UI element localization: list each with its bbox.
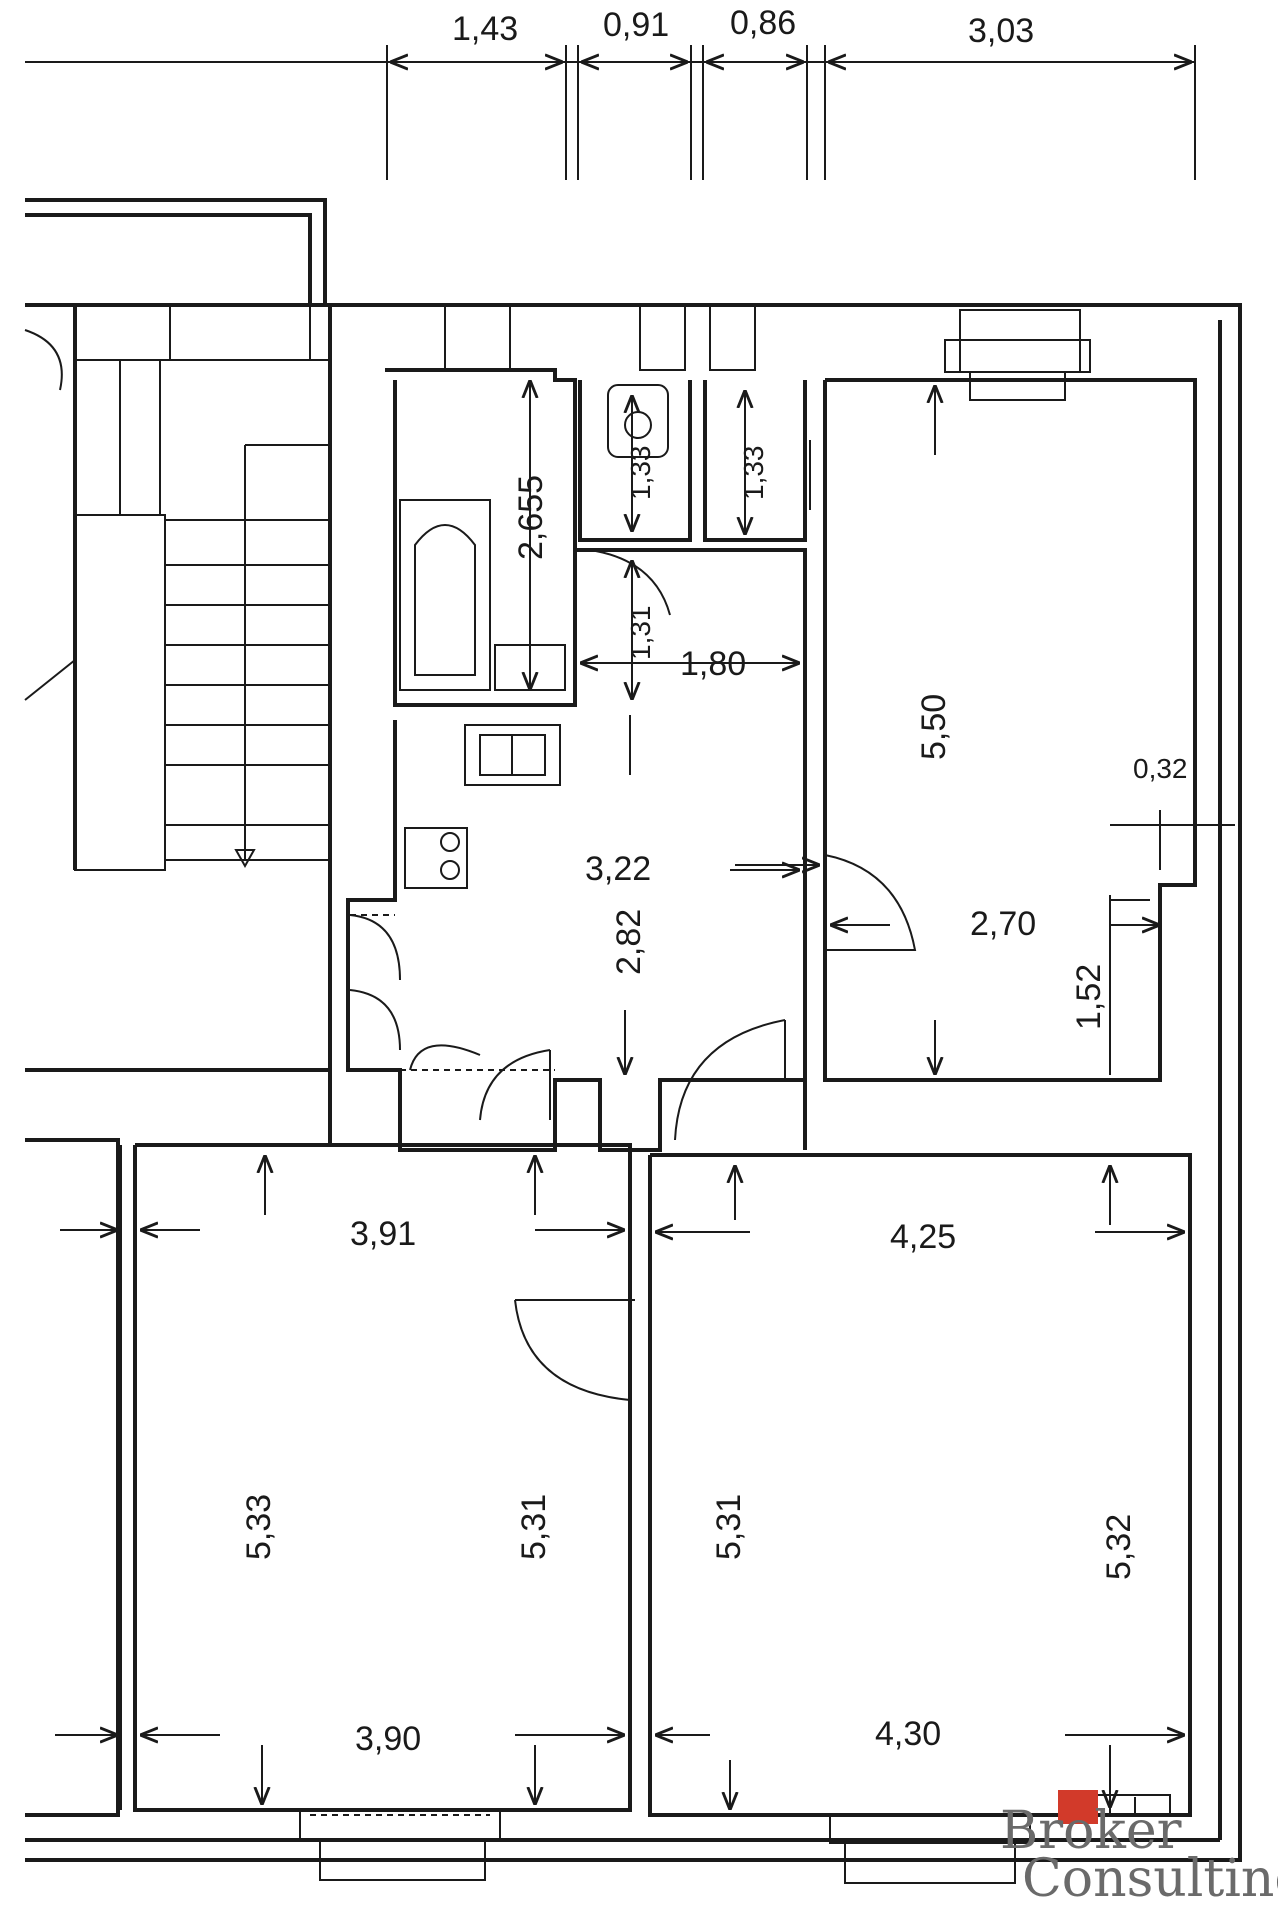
dim-room-right-niche: 1,52	[1070, 964, 1108, 1030]
room-left: 3,91 3,90 5,33 5,31	[55, 1143, 635, 1881]
dim-room-left-left-length: 5,33	[240, 1494, 278, 1560]
top-dimension-chain: 1,43 0,91 0,86 3,03	[25, 4, 1196, 180]
room-right: 5,50 2,70 0,32 1,52	[735, 378, 1235, 1082]
storage: 1,33	[703, 380, 811, 542]
dim-top-3: 0,86	[730, 4, 796, 42]
dim-room-right-length: 5,50	[915, 694, 953, 760]
wc: 1,33 1,31	[578, 380, 692, 700]
dim-room-right-width: 2,70	[970, 905, 1036, 943]
top-wall-openings	[444, 304, 1091, 401]
dim-wc-length: 1,33	[625, 446, 656, 501]
dim-room-left-top-width: 3,91	[350, 1215, 416, 1253]
dim-top-1: 1,43	[452, 10, 518, 48]
dim-bathroom-length: 2,655	[512, 475, 550, 560]
room-big: 4,25 4,30 5,31 5,32	[648, 1153, 1192, 1884]
dim-top-2: 0,91	[603, 6, 669, 44]
bathroom: 2,655	[385, 368, 577, 707]
dim-room-left-right-length: 5,31	[515, 1494, 553, 1560]
dim-storage-length: 1,33	[738, 446, 769, 501]
dim-room-big-right-length: 5,32	[1100, 1514, 1138, 1580]
dim-hall-length: 3,22	[585, 850, 651, 888]
dim-room-big-bottom-width: 4,30	[875, 1715, 941, 1753]
dim-hall-depth: 2,82	[610, 909, 648, 975]
dim-wc-height: 1,31	[625, 606, 656, 661]
dim-top-4: 3,03	[968, 12, 1034, 50]
dim-room-right-wall: 0,32	[1133, 753, 1188, 784]
hall: 1,80 3,22 2,82	[346, 548, 807, 1152]
left-neighbour-wall	[25, 1070, 332, 1817]
broker-consulting-logo: Broker Consulting	[1000, 1790, 1278, 1909]
staircase	[24, 304, 332, 1072]
outer-walls	[25, 198, 1242, 1862]
dim-hall-width: 1,80	[680, 645, 746, 683]
dim-room-big-left-length: 5,31	[710, 1494, 748, 1560]
dim-room-left-bottom-width: 3,90	[355, 1720, 421, 1758]
dim-room-big-top-width: 4,25	[890, 1218, 956, 1256]
logo-line2: Consulting	[1022, 1849, 1278, 1909]
logo-mark	[1058, 1790, 1098, 1824]
logo-line1: Broker	[1000, 1801, 1182, 1861]
